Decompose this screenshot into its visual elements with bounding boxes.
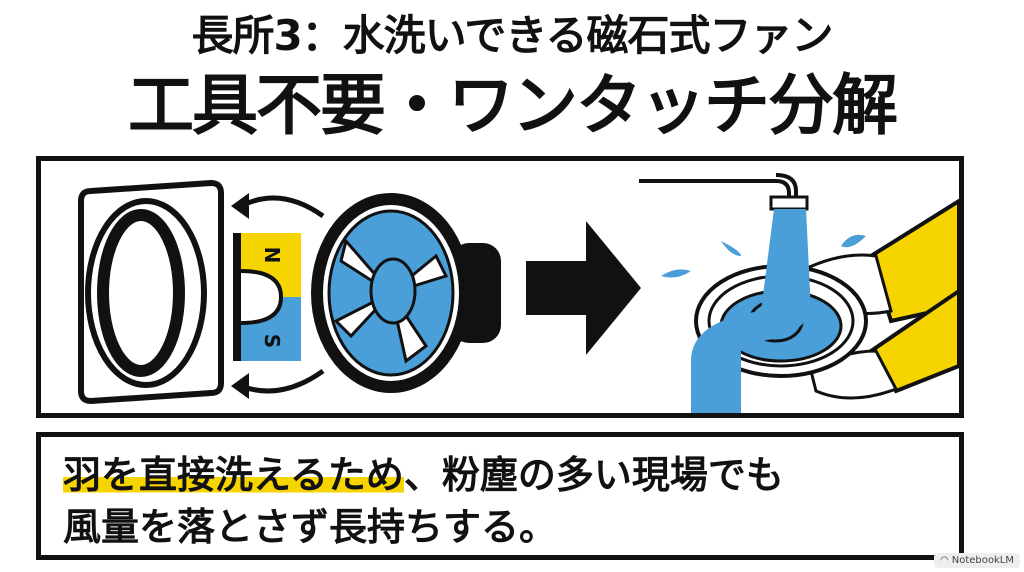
svg-text:S: S [260,334,284,348]
page-title: 工具不要・ワンタッチ分解 [128,67,898,144]
curved-arrow-icon [239,195,325,394]
caption-box: 羽を直接洗えるため、粉塵の多い現場でも 風量を落とさず長持ちする。 [36,432,964,560]
watermark-label: NotebookLM [951,555,1014,566]
notebooklm-watermark: ◠ NotebookLM [934,553,1020,568]
water-stream-icon [661,209,866,413]
caption-highlight: 羽を直接洗えるため [63,453,404,497]
fan-frame-icon [78,179,224,405]
right-arrow-icon [526,221,641,355]
caption-line-1: 羽を直接洗えるため、粉塵の多い現場でも [63,451,784,499]
magnet-icon: N S [233,233,301,361]
illustration-panel: N S [36,156,964,418]
caption-line-1-rest: 、粉塵の多い現場でも [403,453,784,497]
subtitle: 長所3：水洗いできる磁石式ファン [191,11,833,60]
caption-line-2: 風量を落とさず長持ちする。 [63,505,558,549]
faucet-icon [639,173,809,211]
fan-icon [311,193,501,393]
notebooklm-logo-icon: ◠ [940,555,949,566]
svg-text:N: N [260,247,284,264]
